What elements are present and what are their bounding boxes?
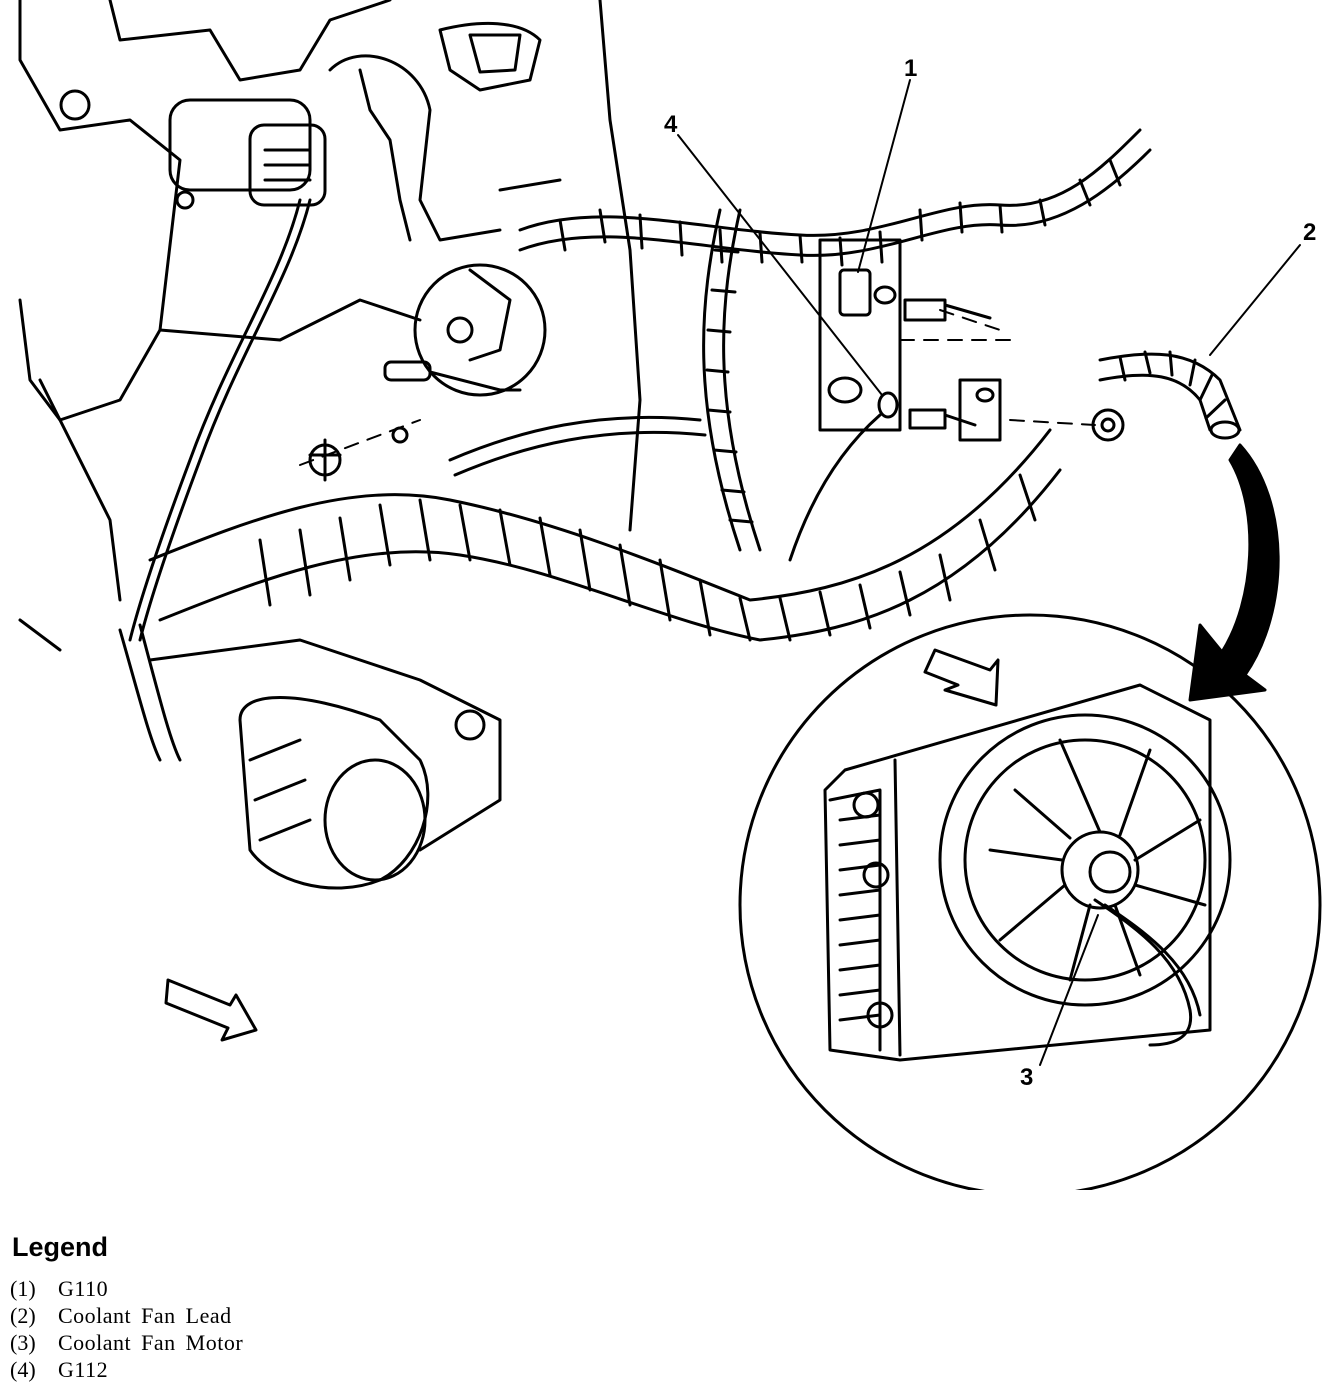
legend-item-number: (1) [10, 1276, 36, 1301]
coolant-fan-detail-circle [738, 613, 1322, 1190]
front-direction-arrow [164, 978, 258, 1042]
vacuum-line [128, 198, 312, 642]
ground-bracket [818, 238, 1002, 442]
g110-ground-terminal [838, 268, 897, 317]
legend-item-number: (3) [10, 1330, 36, 1355]
legend-item: (3) Coolant Fan Motor [10, 1329, 610, 1356]
g112-ground-terminal [788, 391, 899, 562]
legend-item-number: (2) [10, 1303, 36, 1328]
detail-direction-arrow [923, 648, 1000, 707]
legend-item-label: G112 [58, 1357, 109, 1382]
legend: Legend (1) G110 (2) Coolant Fan Lead (3) Co… [10, 1232, 610, 1383]
leader-lines [677, 79, 1301, 1066]
legend-item-label: Coolant Fan Lead [58, 1303, 232, 1328]
callout-3: 3 [1020, 1064, 1033, 1091]
oil-filter [238, 696, 486, 890]
coolant-pipe [328, 22, 562, 242]
engine-wiring-diagram: 1 2 3 4 [18, 0, 1322, 1190]
coolant-fan-motor [938, 713, 1232, 1047]
legend-item: (2) Coolant Fan Lead [10, 1302, 610, 1329]
thermostat-housing [59, 89, 327, 210]
sensor-cluster [308, 263, 547, 482]
callout-4: 4 [664, 111, 678, 138]
callout-1: 1 [904, 55, 917, 82]
legend-item-number: (4) [10, 1357, 36, 1382]
engine-block [18, 0, 642, 852]
detail-callout-arrow [1188, 443, 1280, 702]
callout-2: 2 [1303, 219, 1316, 246]
main-wire-harness [118, 128, 1152, 762]
legend-item-label: G110 [58, 1276, 109, 1301]
coolant-fan-lead-harness [1091, 350, 1242, 442]
alignment-lines [299, 309, 1096, 466]
radiator [823, 683, 1212, 1062]
legend-item-label: Coolant Fan Motor [58, 1330, 244, 1355]
legend-item: (1) G110 [10, 1275, 610, 1302]
legend-item: (4) G112 [10, 1356, 610, 1383]
legend-title: Legend [12, 1232, 109, 1262]
